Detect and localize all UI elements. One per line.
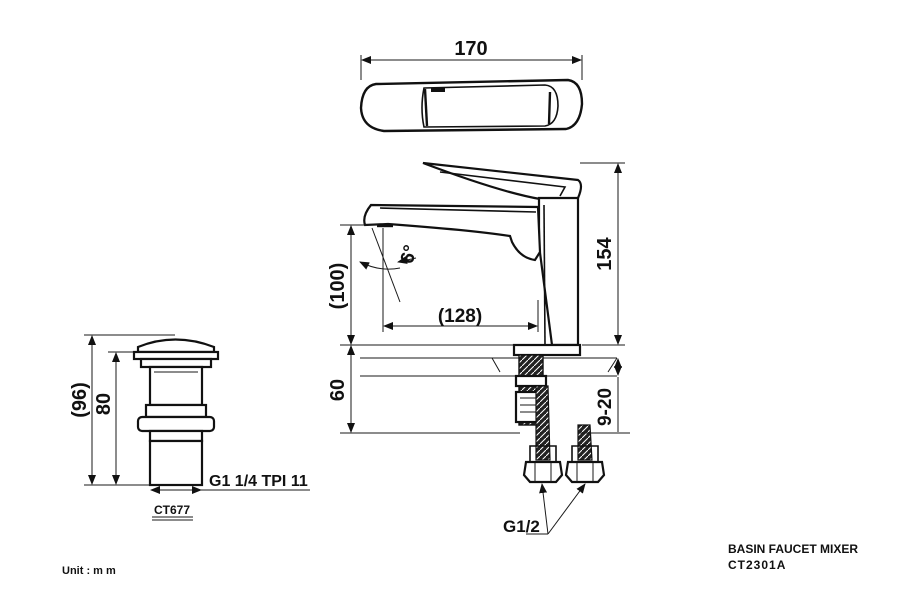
- dim-angle-text: 6°: [397, 243, 422, 266]
- product-code-text: CT2301A: [728, 558, 786, 572]
- hose-right: [577, 424, 593, 461]
- drain-view: [84, 334, 310, 521]
- faucet-dimensions: [340, 162, 630, 434]
- hose-left: [535, 385, 551, 461]
- dim-128-text: (128): [438, 306, 482, 327]
- dim-100-text: (100): [327, 263, 349, 310]
- faucet-side-view: [360, 161, 618, 535]
- hose-nut-right: [564, 460, 606, 484]
- dim-154-text: 154: [594, 236, 616, 270]
- spout: [363, 203, 542, 262]
- lever-handle: [422, 161, 583, 201]
- handle-top-outline: [359, 78, 584, 133]
- unit-text: Unit : m m: [62, 565, 116, 577]
- top-view: [359, 55, 584, 133]
- hose-nut-left: [522, 460, 564, 484]
- dim-80-text: 80: [93, 393, 115, 415]
- dim-9-20-text: 9-20: [595, 388, 616, 426]
- drain-body: [148, 365, 204, 407]
- drain-thread-section: [148, 439, 204, 487]
- product-name-text: BASIN FAUCET MIXER: [728, 542, 858, 556]
- base-plate: [512, 343, 582, 357]
- dim-96-text: (96): [69, 382, 91, 418]
- drain-model-text: CT677: [154, 503, 190, 517]
- drain-thread-text: G1 1/4 TPI 11: [209, 473, 308, 490]
- drain-cap: [136, 338, 216, 354]
- dim-60-text: 60: [327, 379, 349, 401]
- dim-170-text: 170: [454, 38, 487, 60]
- inlet-thread-text: G1/2: [503, 517, 540, 536]
